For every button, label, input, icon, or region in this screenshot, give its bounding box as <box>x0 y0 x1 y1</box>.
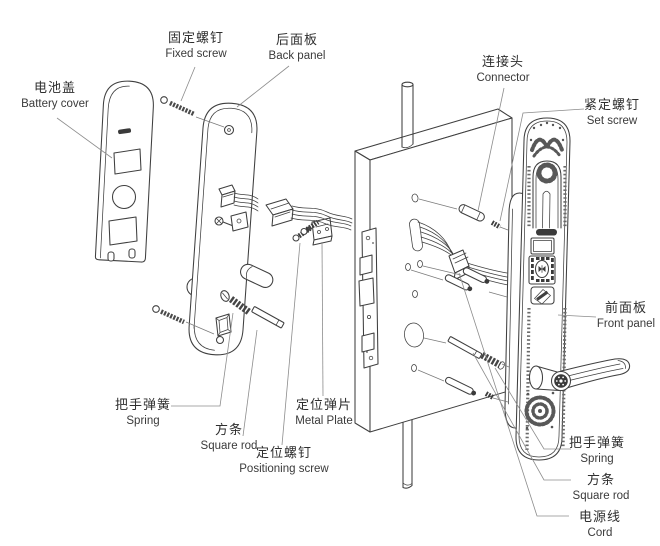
back-handle-stub <box>240 263 274 288</box>
leader-front-panel <box>557 314 597 318</box>
keypad <box>528 255 556 285</box>
back-panel-screw-washer <box>214 211 249 232</box>
connector-plug <box>458 204 485 222</box>
front-panel-drawing <box>515 117 571 461</box>
lock-body <box>354 108 513 433</box>
spindle-rod-top <box>401 81 414 149</box>
square-rod-opening <box>215 313 232 345</box>
battery-cover-drawing <box>94 80 154 263</box>
screen <box>530 237 555 255</box>
top-filigree <box>529 121 565 158</box>
square-rod-left-part <box>251 306 285 329</box>
set-screw-part <box>490 220 502 230</box>
leader-spring-right <box>494 367 571 450</box>
arch-window <box>532 160 562 229</box>
alignment-lines <box>185 116 510 403</box>
back-panel-drawing <box>186 102 353 356</box>
leader-metal-plate <box>321 241 324 397</box>
aux-bolt <box>361 332 375 353</box>
positioning-screws <box>292 219 320 242</box>
leader-spring-left <box>171 312 234 407</box>
bottom-filigree <box>524 391 556 430</box>
leader-back-panel <box>236 65 290 108</box>
handle-lever <box>528 358 631 392</box>
deadbolt <box>358 277 375 307</box>
metal-plate-part <box>311 217 333 246</box>
latch-bolt <box>359 254 373 276</box>
back-panel-cable <box>218 184 353 231</box>
lock-body-holes <box>404 193 424 372</box>
small-screw <box>484 391 495 400</box>
leader-cord <box>458 272 569 517</box>
leader-square-rod-left <box>242 329 258 437</box>
leader-fixed-screw <box>180 66 196 102</box>
speaker-slot <box>536 229 557 236</box>
fixed-screw-bottom-part <box>152 305 185 325</box>
leader-set-screw <box>499 108 585 222</box>
screw-hole <box>223 124 235 136</box>
leader-lines <box>56 65 597 517</box>
leader-battery-cover <box>56 117 113 159</box>
leader-square-rod-right <box>472 352 571 481</box>
handle-spring-left-part <box>220 290 252 315</box>
handle-spring-right-part <box>480 351 502 369</box>
key-cylinder <box>530 286 555 305</box>
leader-positioning-screw <box>281 242 301 446</box>
leader-connector <box>477 87 505 212</box>
fixed-screw-top-part <box>160 96 195 117</box>
spindle-rod-bottom <box>402 414 413 489</box>
lock-faceplate <box>358 227 379 369</box>
